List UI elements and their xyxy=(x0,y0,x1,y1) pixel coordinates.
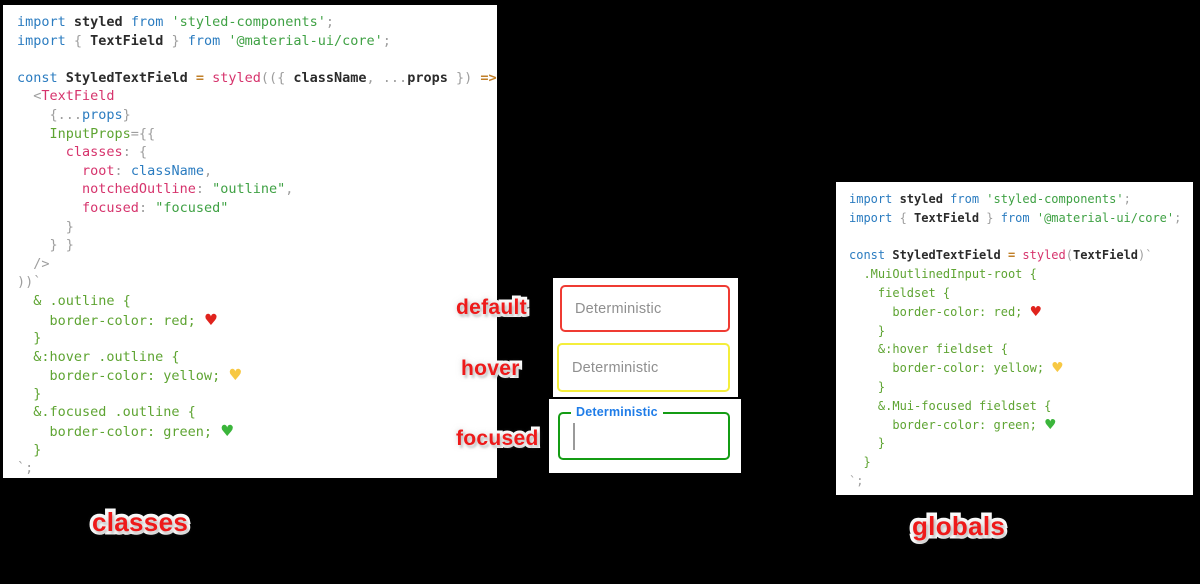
code-line: } xyxy=(17,385,42,402)
code-line: } } xyxy=(17,237,74,254)
code-line: } xyxy=(17,441,42,458)
code-line: border-color: green; ♥ xyxy=(17,422,235,441)
code-line: import styled from 'styled-components'; xyxy=(849,192,1131,206)
code-line: & .outline { xyxy=(17,292,131,309)
code-line: border-color: yellow; ♥ xyxy=(17,366,243,385)
code-line: fieldset { xyxy=(849,285,951,300)
textfield-default[interactable]: Deterministic xyxy=(560,285,730,332)
code-line: notchedOutline: "outline", xyxy=(82,181,294,198)
code-line: &:hover fieldset { xyxy=(849,342,1008,357)
code-snippet-classes: import styled from 'styled-components'; i… xyxy=(3,5,497,478)
code-line: border-color: red; ♥ xyxy=(17,310,218,329)
code-line xyxy=(849,228,1189,247)
textfield-hover-placeholder: Deterministic xyxy=(572,359,659,376)
label-default: default xyxy=(453,293,530,322)
code-snippet-globals: import styled from 'styled-components'; i… xyxy=(836,182,1193,495)
code-line: import { TextField } from '@material-ui/… xyxy=(17,32,391,49)
label-hover: hover xyxy=(458,354,522,383)
textfield-hover[interactable]: Deterministic xyxy=(557,343,730,392)
code-line: } xyxy=(849,323,886,338)
code-line: const StyledTextField = styled(({ classN… xyxy=(17,69,497,86)
label-focused: focused xyxy=(453,424,541,453)
code-line xyxy=(17,50,493,69)
textfield-preview-panel-focused: Deterministic xyxy=(549,399,741,473)
text-cursor xyxy=(573,423,575,450)
code-line: border-color: red; ♥ xyxy=(849,303,1042,320)
code-line: } xyxy=(849,455,871,470)
caption-classes: classes xyxy=(88,504,191,541)
code-line: /> xyxy=(17,255,50,272)
code-line: } xyxy=(849,379,886,394)
code-line: root: className, xyxy=(82,162,213,179)
textfield-focused-label: Deterministic xyxy=(571,405,663,419)
textfield-preview-panel: Deterministic Deterministic xyxy=(553,278,738,397)
code-line: `; xyxy=(849,473,864,488)
code-line: border-color: yellow; ♥ xyxy=(849,360,1064,377)
code-line: {...props} xyxy=(17,106,131,123)
code-line: import styled from 'styled-components'; xyxy=(17,14,335,30)
code-line: classes: { xyxy=(65,144,148,161)
code-line: &.focused .outline { xyxy=(17,404,196,421)
code-line: InputProps={{ xyxy=(49,125,156,142)
code-line: import { TextField } from '@material-ui/… xyxy=(849,210,1182,225)
code-line: &.Mui-focused fieldset { xyxy=(849,398,1052,413)
textfield-default-placeholder: Deterministic xyxy=(575,300,662,317)
textfield-focused[interactable]: Deterministic xyxy=(558,405,730,460)
code-line: .MuiOutlinedInput-root { xyxy=(849,267,1037,282)
code-line: `; xyxy=(17,460,34,477)
code-line: border-color: green; ♥ xyxy=(849,416,1057,433)
code-line: const StyledTextField = styled(TextField… xyxy=(849,248,1153,263)
code-line: ))` xyxy=(17,274,42,291)
code-line: <TextField xyxy=(17,88,115,105)
code-line: } xyxy=(17,330,42,347)
code-line: } xyxy=(849,436,886,451)
caption-globals: globals xyxy=(908,508,1008,545)
code-line: focused: "focused" xyxy=(82,199,229,216)
code-line: &:hover .outline { xyxy=(17,348,180,365)
code-line: } xyxy=(17,218,74,235)
